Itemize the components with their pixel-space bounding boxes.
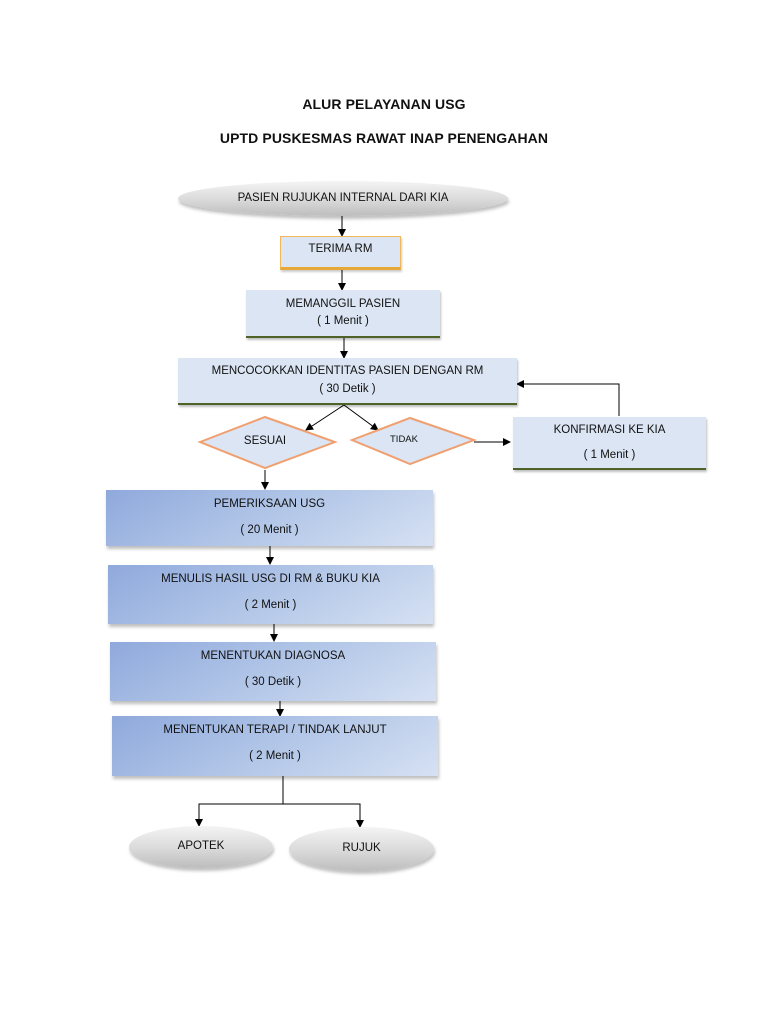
chart-title: ALUR PELAYANAN USG (302, 96, 466, 112)
arrow-to-rujuk (283, 803, 364, 828)
node-start-ellipse: PASIEN RUJUKAN INTERNAL DARI KIA (178, 181, 508, 216)
node-pemeriksaan-label: PEMERIKSAAN USG (213, 498, 326, 510)
node-konfirmasi-kia: KONFIRMASI KE KIA ( 1 Menit ) (513, 417, 706, 470)
arrow-mencocokkan-to-tidak (343, 404, 379, 431)
node-apotek: APOTEK (129, 826, 273, 868)
node-menulis-time: ( 2 Menit ) (244, 599, 297, 612)
node-pemeriksaan-time: ( 20 Menit ) (240, 524, 299, 537)
node-tidak-label: TIDAK (390, 433, 418, 445)
node-apotek-label: APOTEK (177, 840, 225, 853)
node-menentukan-diagnosa: MENENTUKAN DIAGNOSA ( 30 Detik ) (110, 642, 436, 701)
diamond-tidak (349, 416, 477, 466)
node-sesuai: SESUAI (220, 430, 310, 454)
node-menulis-label: MENULIS HASIL USG DI RM & BUKU KIA (161, 573, 380, 585)
node-memanggil-label: MEMANGGIL PASIEN (285, 297, 401, 310)
arrow-mencocokkan-to-sesuai (305, 404, 345, 431)
diamond-sesuai (197, 415, 338, 470)
node-start-label: PASIEN RUJUKAN INTERNAL DARI KIA (237, 191, 449, 204)
node-diagnosa-label: MENENTUKAN DIAGNOSA (200, 650, 346, 662)
node-terapi-label: MENENTUKAN TERAPI / TINDAK LANJUT (163, 724, 387, 736)
arrow-konfirmasi-to-mencocokkan (516, 380, 620, 416)
node-tidak: TIDAK (374, 429, 434, 451)
node-konfirmasi-label: KONFIRMASI KE KIA (553, 424, 666, 437)
node-mencocokkan-time: ( 30 Detik ) (319, 382, 376, 395)
node-terima-rm: TERIMA RM (280, 236, 401, 270)
node-menentukan-terapi: MENENTUKAN TERAPI / TINDAK LANJUT ( 2 Me… (112, 716, 438, 776)
node-menulis-hasil: MENULIS HASIL USG DI RM & BUKU KIA ( 2 M… (108, 565, 433, 624)
node-rujuk: RUJUK (289, 827, 434, 871)
node-terima-rm-label: TERIMA RM (308, 243, 373, 255)
node-pemeriksaan-usg: PEMERIKSAAN USG ( 20 Menit ) (106, 490, 433, 546)
node-sesuai-label: SESUAI (243, 435, 287, 448)
arrow-to-apotek (195, 803, 283, 827)
node-terapi-time: ( 2 Menit ) (249, 750, 301, 763)
chart-subtitle: UPTD PUSKESMAS RAWAT INAP PENENGAHAN (219, 130, 549, 146)
node-memanggil-pasien: MEMANGGIL PASIEN ( 1 Menit ) (246, 290, 440, 338)
node-mencocokkan-label: MENCOCOKKAN IDENTITAS PASIEN DENGAN RM (211, 365, 484, 378)
node-rujuk-label: RUJUK (342, 842, 381, 855)
node-memanggil-time: ( 1 Menit ) (317, 315, 369, 327)
node-mencocokkan: MENCOCOKKAN IDENTITAS PASIEN DENGAN RM (… (178, 358, 517, 405)
node-konfirmasi-time: ( 1 Menit ) (583, 448, 636, 461)
node-diagnosa-time: ( 30 Detik ) (244, 676, 302, 689)
